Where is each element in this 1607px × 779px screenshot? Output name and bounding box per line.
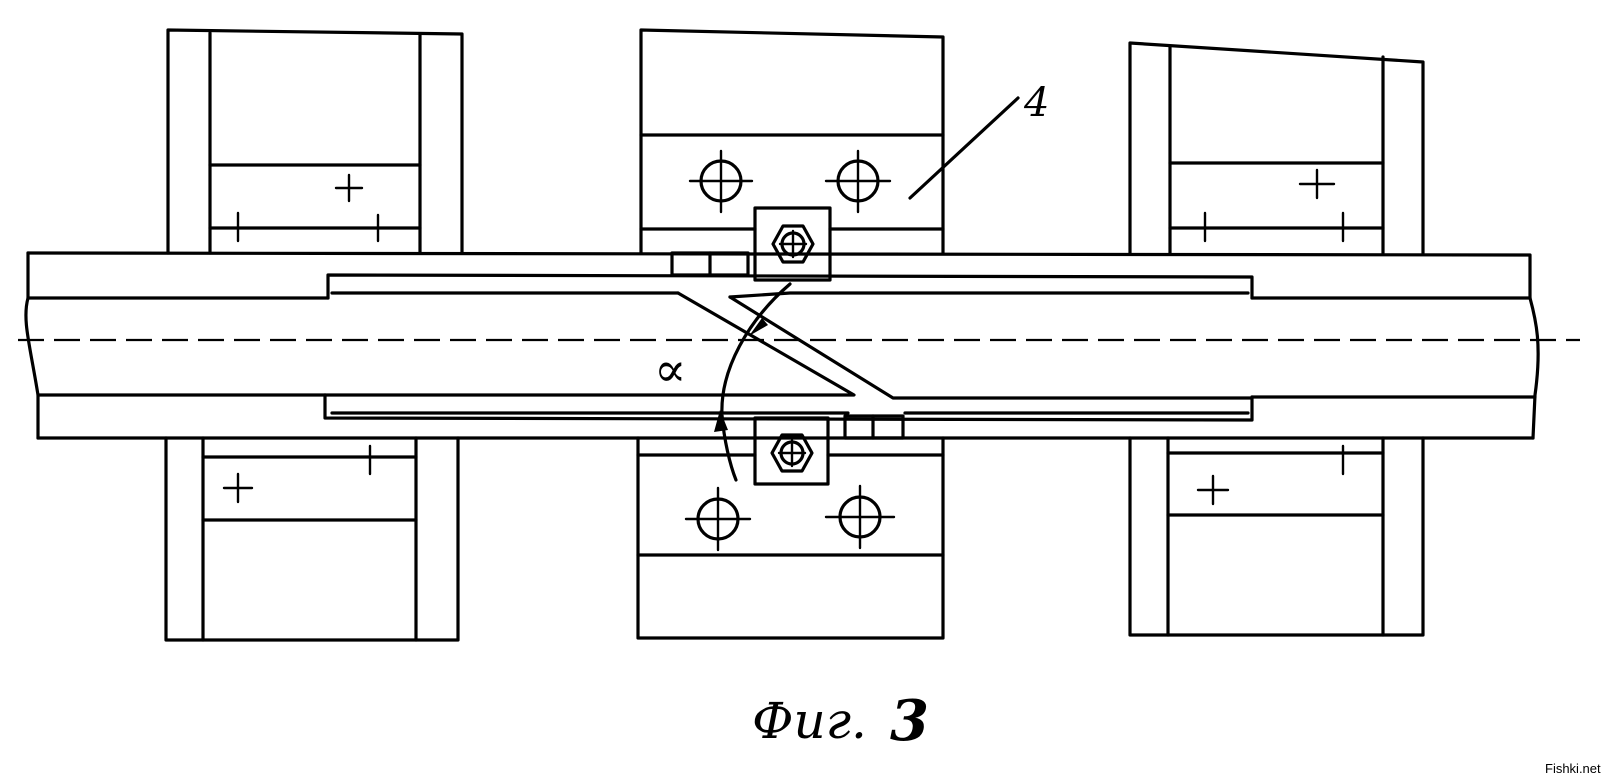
callout-label-4: 4 (1023, 80, 1049, 126)
center-lower-block (636, 414, 945, 640)
right-upper-bracket (1128, 41, 1425, 255)
left-upper-bracket (166, 28, 464, 255)
caption-text: Фиг. (752, 692, 867, 750)
angle-label: ∝ (654, 342, 686, 398)
scarf-joint-insert (323, 273, 1254, 422)
callout-leader-line (908, 96, 1020, 200)
main-beam (24, 251, 1540, 440)
upper-nut-plate (753, 206, 832, 282)
watermark: Fishki.net (1545, 761, 1601, 776)
angle-arc (714, 282, 792, 482)
left-lower-bracket (164, 436, 460, 642)
lower-nut-plate (753, 416, 830, 486)
figure-caption: Фиг. 3 (752, 688, 929, 754)
center-upper-block (639, 28, 945, 277)
caption-number: 3 (890, 688, 929, 754)
right-lower-bracket (1128, 436, 1425, 637)
